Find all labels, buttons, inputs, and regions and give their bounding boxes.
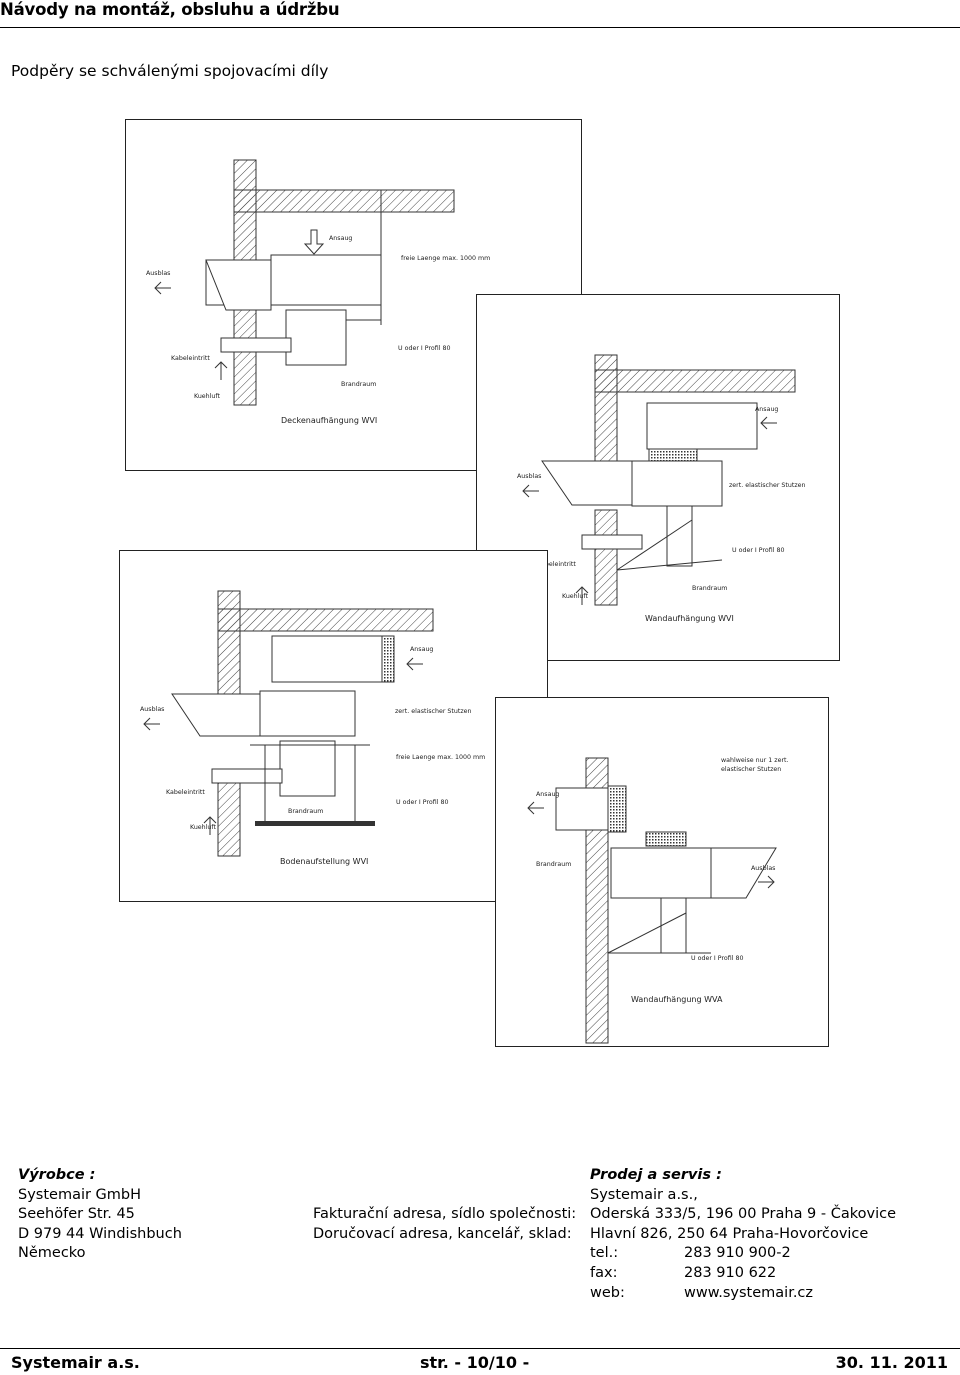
label-kuehluft: Kuehluft — [194, 393, 221, 400]
manufacturer-line: Systemair GmbH — [18, 1186, 142, 1203]
drawing-floor-wvi-svg: Ansaug Ausblas zert. elastischer Stutzen… — [140, 590, 485, 866]
footer-date: 30. 11. 2011 — [835, 1353, 948, 1372]
contact-value: 283 910 622 — [684, 1264, 777, 1281]
drawing-caption: Bodenaufstellung WVI — [280, 857, 368, 866]
label-profil: U oder I Profil 80 — [732, 547, 785, 554]
contact-row-tel: tel.: 283 910 900-2 — [590, 1244, 896, 1264]
label-profil: U oder I Profil 80 — [396, 799, 449, 806]
manufacturer-line: Německo — [18, 1245, 86, 1262]
manufacturer-line: Seehöfer Str. 45 — [18, 1206, 135, 1223]
label-wahlweise-1: wahlweise nur 1 zert. — [721, 757, 789, 764]
footer-page-number: str. - 10/10 - — [420, 1353, 530, 1372]
section-subtitle: Podpěry se schválenými spojovacími díly — [11, 62, 329, 80]
sales-address-1: Oderská 333/5, 196 00 Praha 9 - Čakovice — [590, 1206, 897, 1223]
manufacturer-heading: Výrobce : — [18, 1167, 96, 1183]
drawing-wall-wvi-svg: Ansaug Ausblas zert. elastischer Stutzen… — [517, 354, 806, 623]
label-brandraum: Brandraum — [536, 861, 571, 868]
label-ansaug: Ansaug — [410, 646, 433, 653]
drawing-ceiling-wvi-svg: Ansaug Ausblas freie Laenge max. 1000 mm… — [146, 159, 490, 425]
label-ausblas: Ausblas — [140, 706, 164, 713]
manufacturer-line: D 979 44 Windishbuch — [18, 1225, 182, 1242]
drawing-wall-wva-svg: wahlweise nur 1 zert. elastischer Stutze… — [527, 757, 789, 1044]
label-brandraum: Brandraum — [341, 381, 376, 388]
label-stutzen: zert. elastischer Stutzen — [395, 708, 472, 715]
delivery-address-label: Doručovací adresa, kancelář, sklad: — [313, 1225, 572, 1242]
address-labels: Fakturační adresa, sídlo společnosti: Do… — [313, 1205, 576, 1244]
label-ausblas: Ausblas — [517, 473, 541, 480]
label-ansaug: Ansaug — [536, 791, 559, 798]
manufacturer-block: Výrobce : Systemair GmbH Seehöfer Str. 4… — [18, 1166, 182, 1264]
contact-value: 283 910 900-2 — [684, 1245, 791, 1262]
contact-value-web[interactable]: www.systemair.cz — [684, 1284, 814, 1301]
contact-key: tel.: — [590, 1245, 619, 1262]
contact-row-web: web: www.systemair.cz — [590, 1284, 896, 1304]
drawing-wall-wva: wahlweise nur 1 zert. elastischer Stutze… — [495, 697, 829, 1047]
label-brandraum: Brandraum — [288, 808, 323, 815]
sales-address-2: Hlavní 826, 250 64 Praha-Hovorčovice — [590, 1225, 869, 1242]
label-kuehluft: Kuehluft — [562, 593, 589, 600]
sales-heading: Prodej a servis : — [590, 1167, 722, 1183]
label-kabeleintritt: Kabeleintritt — [166, 789, 205, 796]
label-wahlweise-2: elastischer Stutzen — [721, 766, 781, 773]
label-freie-laenge: freie Laenge max. 1000 mm — [396, 754, 485, 761]
drawing-floor-wvi: Ansaug Ausblas zert. elastischer Stutzen… — [119, 550, 548, 902]
footer-company: Systemair a.s. — [11, 1353, 140, 1372]
contact-key: web: — [590, 1284, 625, 1301]
label-profil: U oder I Profil 80 — [398, 345, 451, 352]
label-ausblas: Ausblas — [751, 865, 775, 872]
label-brandraum: Brandraum — [692, 585, 727, 592]
label-stutzen: zert. elastischer Stutzen — [729, 482, 806, 489]
invoice-address-label: Fakturační adresa, sídlo společnosti: — [313, 1206, 577, 1222]
drawing-caption: Wandaufhängung WVA — [631, 995, 723, 1004]
contact-key: fax: — [590, 1264, 618, 1281]
label-ansaug: Ansaug — [755, 406, 778, 413]
header-rule — [0, 27, 960, 28]
footer-rule — [0, 1348, 960, 1349]
contact-row-fax: fax: 283 910 622 — [590, 1264, 896, 1284]
drawing-caption: Wandaufhängung WVI — [645, 614, 734, 623]
label-profil: U oder I Profil 80 — [691, 955, 744, 962]
label-freie-laenge: freie Laenge max. 1000 mm — [401, 255, 490, 262]
sales-block: Prodej a servis : Systemair a.s., Odersk… — [590, 1166, 896, 1303]
label-kabeleintritt: Kabeleintritt — [537, 561, 576, 568]
document-title: Návody na montáž, obsluhu a údržbu — [0, 0, 340, 19]
drawing-caption: Deckenaufhängung WVI — [281, 416, 377, 425]
label-ausblas: Ausblas — [146, 270, 170, 277]
sales-company: Systemair a.s., — [590, 1186, 698, 1203]
label-kuehluft: Kuehluft — [190, 824, 217, 831]
label-ansaug: Ansaug — [329, 235, 352, 242]
label-kabeleintritt: Kabeleintritt — [171, 355, 210, 362]
